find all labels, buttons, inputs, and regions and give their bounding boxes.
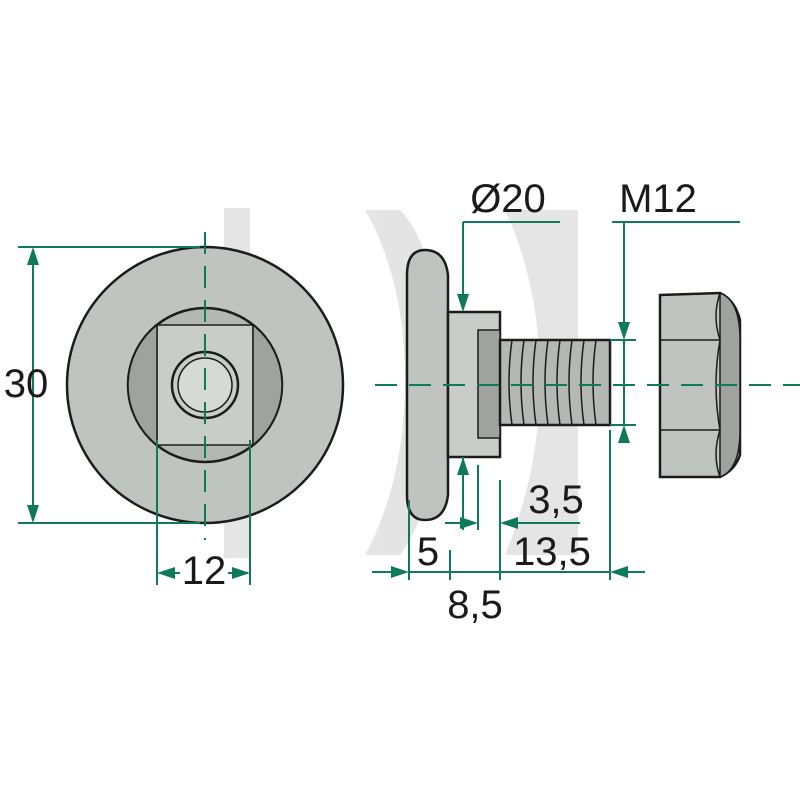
neck-length-label: 3,5: [528, 478, 584, 522]
thread-length-label: 13,5: [513, 530, 591, 574]
outer-diameter-label: 30: [4, 362, 49, 406]
head-thickness-label: 5: [417, 530, 439, 574]
bolt-thread: [498, 338, 612, 427]
side-view-bolt: [405, 248, 612, 522]
thread-label: M12: [619, 177, 697, 221]
thread-ridges: [508, 339, 597, 426]
dimension-outer-diameter: [18, 246, 200, 524]
dimension-lengths: [372, 430, 645, 580]
neck-side-left: [127, 323, 158, 447]
dimension-slot-width: [156, 440, 251, 585]
shank-length-label: 8,5: [447, 583, 503, 627]
dimension-thread: [610, 221, 740, 443]
slot-width-label: 12: [182, 549, 227, 593]
head-diameter-label: Ø20: [470, 177, 546, 221]
front-view-washer: [65, 232, 345, 540]
dimension-head-diameter: [457, 221, 560, 530]
neck-side-right: [252, 323, 283, 447]
